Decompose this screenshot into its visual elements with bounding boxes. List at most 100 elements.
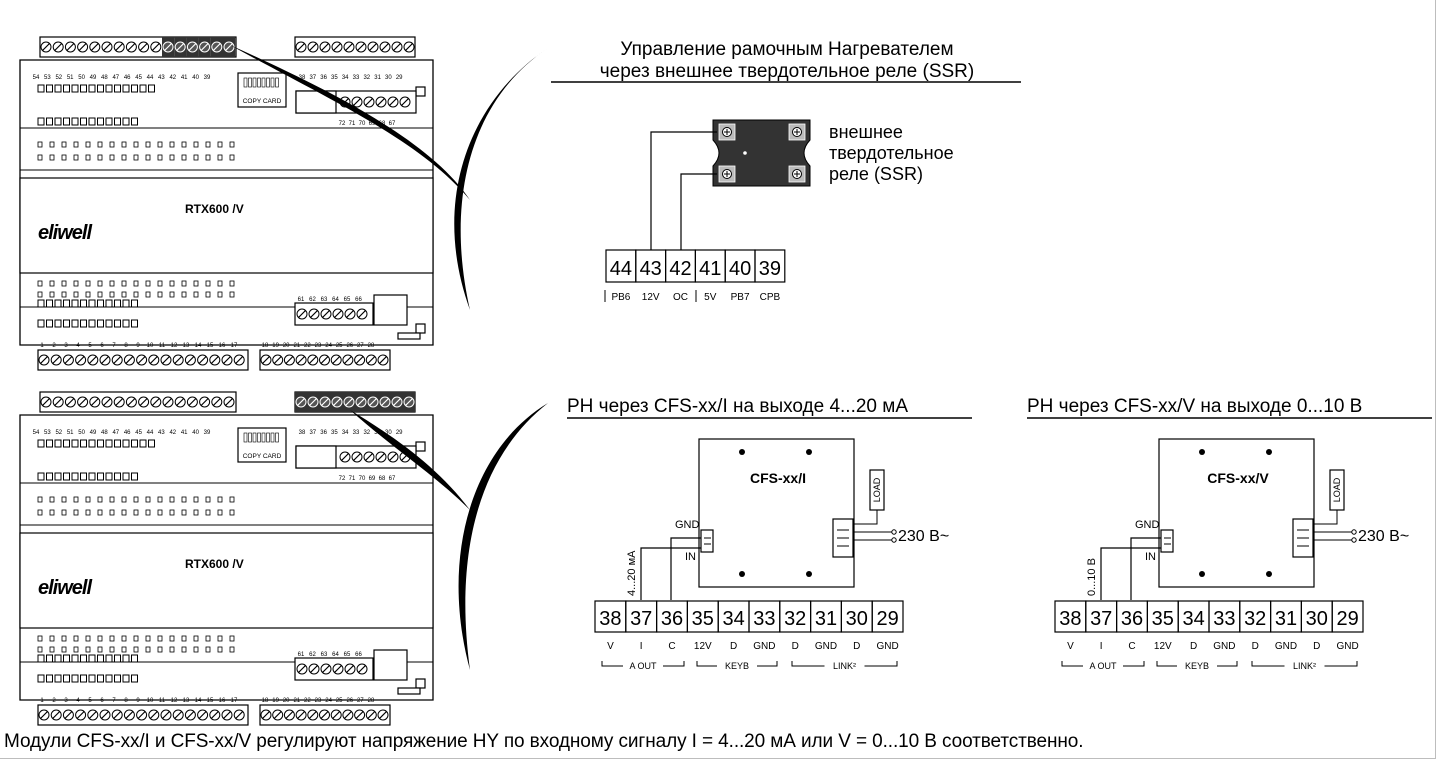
- terminal-screw: [123, 354, 135, 366]
- signal-label: 0...10 В: [1086, 558, 1098, 596]
- terminal-number: 16: [219, 698, 226, 704]
- terminal-screw: [160, 709, 172, 721]
- terminal-number: 33: [1213, 608, 1235, 630]
- terminal-cell: [871, 600, 904, 633]
- terminal-number: 53: [44, 430, 51, 436]
- wire-gnd: [670, 537, 701, 600]
- terminal-screw: [307, 354, 319, 366]
- terminal-screw: [77, 396, 89, 408]
- terminal-screw: [365, 354, 377, 366]
- terminal-screw: [101, 396, 113, 408]
- terminal-screw: [174, 41, 186, 53]
- terminal-number: 44: [147, 75, 154, 81]
- terminal-screw: [223, 396, 235, 408]
- terminal-number: 3: [64, 343, 68, 349]
- status-square: [415, 323, 426, 334]
- analog-terminal-block: [294, 294, 408, 326]
- terminal-screw: [387, 451, 399, 463]
- terminal-label: 12V: [1154, 641, 1172, 652]
- terminal-number: 7: [112, 698, 116, 704]
- mains-label: 230 В~: [1358, 528, 1409, 545]
- terminal-screw: [211, 41, 223, 53]
- terminal-screw: [211, 396, 223, 408]
- terminal-number: 19: [272, 698, 279, 704]
- terminal-number: 25: [336, 343, 343, 349]
- analog-terminal-block: [294, 649, 408, 681]
- copy-card-slot: COPY CARD: [237, 427, 287, 463]
- terminal-number: 32: [784, 608, 806, 630]
- terminal-label: PB7: [731, 292, 750, 303]
- terminal-number: 53: [44, 75, 51, 81]
- callout-sweep: [454, 48, 548, 310]
- terminal-screw: [308, 663, 320, 675]
- terminal-screw: [375, 451, 387, 463]
- terminal-number: 33: [353, 75, 360, 81]
- terminal-number: 61: [298, 297, 305, 303]
- terminal-number: 15: [207, 698, 214, 704]
- brand-logo: eliwell: [38, 577, 92, 599]
- terminal-screw: [355, 396, 367, 408]
- terminal-number: 22: [304, 343, 311, 349]
- terminal-screw: [356, 663, 368, 675]
- terminal-screw: [344, 663, 356, 675]
- terminal-screw: [387, 96, 399, 108]
- terminal-number: 47: [112, 430, 119, 436]
- terminal-number: 34: [342, 430, 349, 436]
- terminal-number: 66: [355, 652, 362, 658]
- group-label: A OUT: [1089, 661, 1117, 671]
- terminal-number: 72: [339, 476, 346, 482]
- ssr-label-line3: реле (SSR): [829, 164, 923, 184]
- terminal-number: 23: [315, 343, 322, 349]
- terminal-number: 52: [55, 430, 62, 436]
- terminal-screw: [295, 709, 307, 721]
- terminal-screw: [40, 41, 52, 53]
- terminal-number: 6: [100, 698, 104, 704]
- terminal-screw: [172, 354, 184, 366]
- group-label: LINK²: [1293, 661, 1316, 671]
- load-label: LOAD: [1332, 477, 1342, 502]
- terminal-screw: [363, 96, 375, 108]
- terminal-number: 69: [369, 121, 376, 127]
- mains-label: 230 В~: [898, 528, 949, 545]
- terminal-screw: [75, 354, 87, 366]
- terminal-number: 38: [599, 608, 621, 630]
- terminal-label: D: [730, 641, 737, 652]
- terminal-screw: [174, 396, 186, 408]
- terminal-number: 42: [669, 258, 691, 280]
- gnd-label: GND: [1135, 519, 1160, 531]
- terminal-number: 65: [344, 652, 351, 658]
- terminal-number: 29: [396, 75, 403, 81]
- terminal-number: 71: [349, 121, 356, 127]
- group-label: KEYB: [1185, 661, 1209, 671]
- terminal-number: 45: [135, 430, 142, 436]
- terminal-screw: [319, 709, 330, 721]
- terminal-screw: [99, 354, 111, 366]
- terminal-screw: [354, 709, 366, 721]
- terminal-screw: [89, 396, 101, 408]
- terminal-screw: [89, 41, 101, 53]
- terminal-number: 25: [336, 698, 343, 704]
- terminal-screw: [319, 354, 330, 366]
- terminal-screw: [365, 709, 377, 721]
- caption: Модули CFS-xx/I и CFS-xx/V регулируют на…: [4, 731, 1084, 752]
- terminal-number: 54: [33, 75, 40, 81]
- terminal-number: 40: [192, 75, 199, 81]
- terminal-number: 12: [171, 343, 178, 349]
- terminal-number: 30: [846, 608, 868, 630]
- terminal-screw: [308, 308, 320, 320]
- wire-12v: [650, 131, 717, 250]
- terminal-screw: [150, 396, 162, 408]
- terminal-number: 24: [325, 698, 332, 704]
- terminal-number: 3: [64, 698, 68, 704]
- terminal-screw: [367, 41, 379, 53]
- terminal-screw: [199, 41, 211, 53]
- terminal-screw: [199, 396, 211, 408]
- terminal-screw: [391, 396, 403, 408]
- terminal-number: 67: [389, 476, 396, 482]
- terminal-screw: [38, 709, 50, 721]
- terminal-screw: [111, 354, 123, 366]
- front-panel: [19, 532, 434, 629]
- terminal-number: 10: [147, 343, 154, 349]
